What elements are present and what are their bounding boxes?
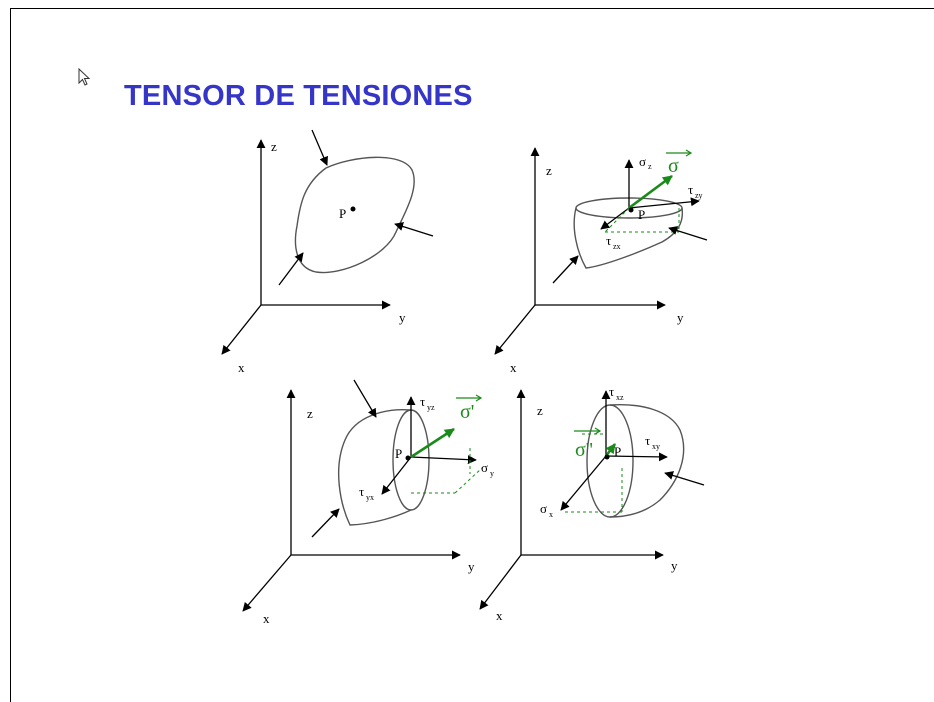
sigma-y-label: σ	[481, 460, 488, 475]
vector-arrow-label: σ''	[574, 427, 602, 461]
axes-panel2	[494, 147, 666, 355]
panel-x-cut: z y x σ'' P τ xz τ xy σ x	[479, 384, 705, 623]
force-arrows-panel2	[552, 226, 708, 284]
slide	[80, 67, 875, 649]
tau-zx-subscript: zx	[613, 242, 621, 251]
stress-components-panel2	[600, 159, 700, 233]
tau-xz-label: τ	[609, 384, 614, 399]
tau-yz-label: τ	[420, 394, 425, 409]
axis-label-z: z	[537, 403, 543, 418]
panel-z-cut: z y x σ P σ z τ zy τ zx	[494, 147, 708, 375]
force-arrows-panel1	[278, 129, 434, 286]
axis-label-z: z	[307, 406, 313, 421]
traction-vector	[628, 174, 673, 210]
tau-xy-subscript: xy	[652, 442, 660, 451]
point-label: P	[614, 444, 621, 459]
panel-general-body: z y x P	[221, 129, 434, 375]
force-arrows-panel4	[664, 471, 705, 486]
sigma-z-label: σ	[639, 154, 646, 169]
mouse-pointer-icon	[78, 68, 91, 86]
point-label: P	[339, 206, 346, 221]
vector-label: σ	[668, 155, 679, 177]
body-outline	[294, 156, 415, 274]
vector-label: σ''	[575, 439, 593, 461]
axis-label-z: z	[271, 139, 277, 154]
sigma-x-label: σ	[540, 501, 547, 516]
traction-vector	[604, 443, 617, 457]
point-p	[350, 206, 356, 212]
sigma-y-subscript: y	[490, 469, 494, 478]
tau-xy-label: τ	[645, 433, 650, 448]
axes-panel3	[242, 389, 461, 612]
vector-arrow-label: σ	[666, 149, 693, 177]
sigma-z-subscript: z	[648, 162, 652, 171]
stress-components-panel3	[381, 396, 483, 495]
point-label: P	[638, 207, 645, 222]
vector-arrow-label: σ'	[456, 394, 483, 423]
axis-label-z: z	[546, 163, 552, 178]
axis-label-x: x	[263, 611, 270, 626]
half-body-outline	[586, 403, 685, 518]
axis-label-x: x	[238, 360, 245, 375]
axis-label-y: y	[677, 310, 684, 325]
slide-frame	[10, 8, 934, 702]
point-label: P	[395, 446, 402, 461]
sigma-x-subscript: x	[549, 510, 553, 519]
slide-title: TENSOR DE TENSIONES	[124, 80, 473, 112]
traction-vector	[410, 427, 455, 459]
axis-label-y: y	[399, 310, 406, 325]
point-p	[628, 207, 634, 213]
axis-label-x: x	[510, 360, 517, 375]
axis-label-y: y	[671, 558, 678, 573]
axis-label-y: y	[468, 559, 475, 574]
axes-panel1	[221, 139, 391, 355]
tau-xz-subscript: xz	[616, 393, 624, 402]
axes-panel4	[479, 389, 664, 610]
tau-yz-subscript: yz	[427, 403, 435, 412]
tau-zy-label: τ	[688, 182, 693, 197]
vector-label: σ'	[460, 401, 474, 423]
tau-zy-subscript: zy	[695, 191, 703, 200]
half-body-outline	[337, 409, 430, 526]
force-arrows-panel3	[311, 379, 377, 538]
tau-zx-label: τ	[606, 233, 611, 248]
panel-y-cut: z y x σ' P τ yz σ y τ yx	[242, 379, 494, 626]
point-p	[405, 455, 411, 461]
tau-yx-label: τ	[359, 484, 364, 499]
axis-label-x: x	[496, 608, 503, 623]
tau-yx-subscript: yx	[366, 493, 374, 502]
point-p	[604, 454, 610, 460]
